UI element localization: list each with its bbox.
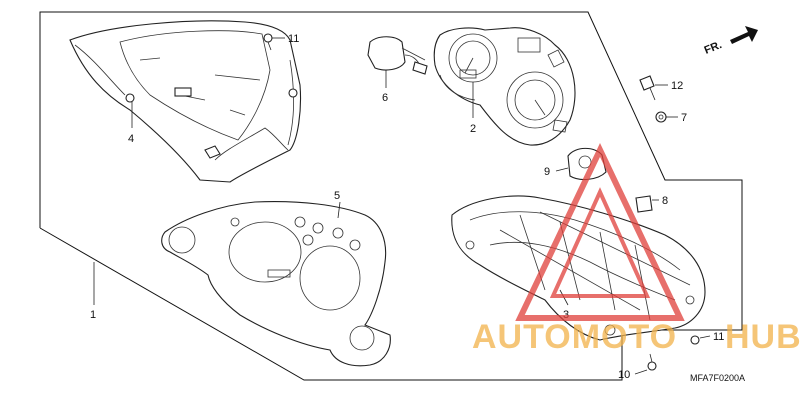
callout-10: 10 [618,369,630,381]
drawing-code: MFA7F0200A [690,373,745,383]
leader-lines [93,37,711,375]
watermark-text-hub: HUB [725,318,800,356]
direction-label: FR. [703,39,724,57]
screw-10 [647,353,657,371]
screw-11-top [263,33,273,51]
watermark-text-main: AUTOMOTO [472,318,677,356]
watermark: AUTOMOTO HUB [472,143,800,356]
meter-visor-part [69,20,302,183]
callout-6: 6 [382,92,388,104]
grommet-7 [655,111,667,123]
callout-9: 9 [544,166,550,178]
callout-2: 2 [470,123,476,135]
watermark-triangle-icon [515,143,685,321]
callout-7: 7 [681,112,687,124]
assembly-frame [39,11,743,381]
callout-11-bottom: 11 [713,331,724,343]
grommet-8 [635,195,653,213]
callout-12: 12 [671,80,683,92]
callout-1: 1 [90,309,96,321]
screw-11-bottom [690,335,700,345]
callout-5: 5 [334,190,340,202]
combination-meter-part [433,27,576,146]
callout-8: 8 [662,195,668,207]
callout-4: 4 [128,133,134,145]
front-direction-indicator: FR. [703,26,758,57]
front-arrow-icon [730,26,758,44]
meter-component-part [367,36,428,75]
callout-11-top: 11 [288,33,299,45]
watermark-inner-triangle-icon [549,187,651,298]
meter-panel-part [161,201,391,367]
bolt-12 [639,75,656,101]
